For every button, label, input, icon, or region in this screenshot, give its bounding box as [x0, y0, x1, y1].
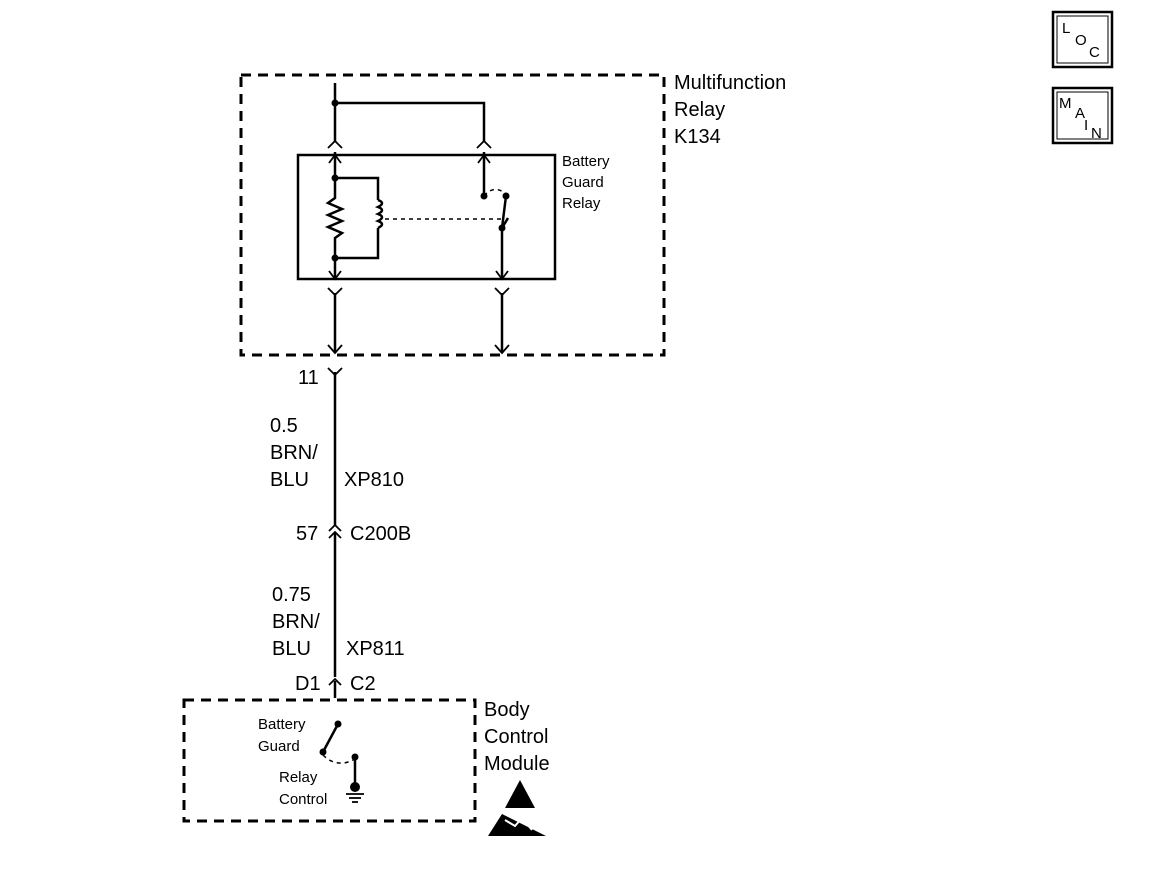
bcm-control-label-1: Relay — [279, 769, 318, 786]
wire-1-size: 0.5 — [270, 415, 298, 437]
wire-1-color-2: BLU — [270, 469, 309, 491]
wire-1-color-1: BRN/ — [270, 442, 318, 464]
relay-switch-contact — [500, 195, 508, 229]
bcm-pin: D1 — [295, 673, 321, 695]
battery-guard-relay-box — [296, 153, 557, 281]
bcm-outline — [182, 698, 477, 823]
loc-letter-l: L — [1062, 20, 1070, 37]
inner-relay-label-3: Relay — [562, 195, 601, 212]
c200b-name: C200B — [350, 523, 411, 545]
c2-connector — [328, 677, 342, 686]
relay-module-name-1: Multifunction — [674, 72, 786, 94]
wire-2-color-1: BRN/ — [272, 611, 320, 633]
circuit-wire: 11 0.5 BRN/ BLU XP810 57 C200B 0.75 BRN/… — [270, 367, 411, 698]
main-letter-a: A — [1075, 105, 1085, 122]
terminal-chevron — [476, 139, 492, 149]
bcm-switch-label-2: Guard — [258, 738, 300, 755]
loc-button[interactable]: L O C — [1051, 10, 1114, 69]
main-button[interactable]: M A I N — [1051, 86, 1114, 145]
wire-2-size: 0.75 — [272, 584, 311, 606]
loc-letter-c: C — [1089, 44, 1100, 61]
relay-pin-number: 11 — [298, 367, 319, 389]
bcm-name-1: Body — [484, 699, 530, 721]
terminal-chevron — [327, 139, 343, 149]
main-letter-n: N — [1091, 125, 1102, 142]
multifunction-relay: Battery Guard Relay Multifunction Relay … — [239, 72, 786, 357]
bcm-control-label-2: Control — [279, 791, 327, 808]
esd-warning-icon — [488, 780, 546, 836]
resistor — [324, 178, 346, 258]
bcm-connector-name: C2 — [350, 673, 376, 695]
relay-module-outline — [239, 73, 666, 357]
body-control-module: Battery Guard Relay Control Body Control… — [182, 698, 550, 836]
relay-coil — [374, 198, 384, 230]
bcm-switch-label-1: Battery — [258, 716, 306, 733]
bcm-name-3: Module — [484, 753, 550, 775]
wire-2-harness: XP811 — [346, 638, 405, 660]
main-letter-m: M — [1059, 95, 1072, 112]
relay-module-name-3: K134 — [674, 126, 721, 148]
c200b-pin: 57 — [296, 523, 318, 545]
loc-letter-o: O — [1075, 32, 1087, 49]
wire-2-color-2: BLU — [272, 638, 311, 660]
battery-guard-switch — [321, 723, 340, 753]
inner-relay-label-1: Battery — [562, 153, 610, 170]
bcm-name-2: Control — [484, 726, 548, 748]
inner-relay-label-2: Guard — [562, 174, 604, 191]
wire-1-harness: XP810 — [344, 469, 404, 491]
relay-module-name-2: Relay — [674, 99, 725, 121]
ground-point — [350, 782, 360, 792]
main-letter-i: I — [1084, 117, 1088, 134]
